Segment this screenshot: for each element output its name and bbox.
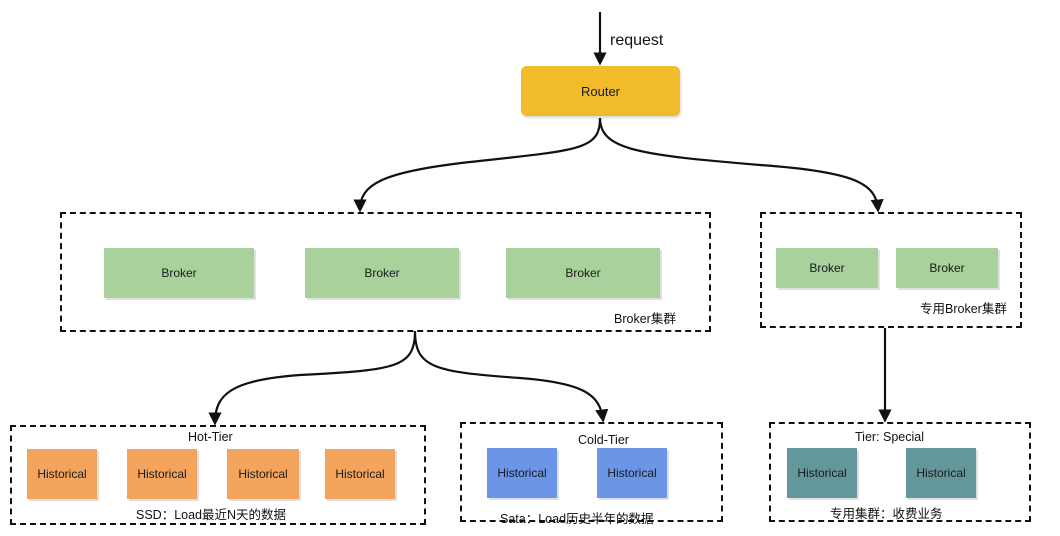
router-to-dedicated-broker-arrow: [598, 117, 884, 213]
dedicated-broker-node[interactable]: Broker: [896, 248, 998, 288]
broker-cluster-label: Broker集群: [614, 312, 676, 326]
broker-cluster-group: [60, 212, 711, 332]
request-label: request: [610, 32, 664, 49]
cold-historical-node[interactable]: Historical: [597, 448, 667, 498]
special-tier-group: [769, 422, 1031, 522]
special-tier-caption: 专用集群：收费业务: [830, 507, 943, 521]
special-historical-node[interactable]: Historical: [906, 448, 976, 498]
dedicated-broker-cluster-label: 专用Broker集群: [920, 302, 1007, 316]
broker-label: Broker: [929, 261, 965, 275]
router-to-broker-cluster-arrow: [353, 117, 602, 213]
special-historical-node[interactable]: Historical: [787, 448, 857, 498]
historical-label: Historical: [497, 466, 547, 480]
cold-historical-node[interactable]: Historical: [487, 448, 557, 498]
broker-node[interactable]: Broker: [506, 248, 660, 298]
broker-label: Broker: [809, 261, 845, 275]
broker-to-cold-tier-arrow: [413, 330, 609, 423]
historical-label: Historical: [607, 466, 657, 480]
broker-label: Broker: [364, 266, 400, 280]
special-tier-title: Tier: Special: [855, 430, 925, 444]
dedicated-broker-cluster-group: [760, 212, 1022, 328]
hot-tier-caption: SSD：Load最近N天的数据: [136, 508, 287, 522]
cold-tier-group: [460, 422, 723, 522]
cold-tier-title: Cold-Tier: [578, 433, 629, 447]
historical-label: Historical: [916, 466, 966, 480]
historical-label: Historical: [797, 466, 847, 480]
broker-node[interactable]: Broker: [305, 248, 459, 298]
historical-label: Historical: [37, 467, 87, 481]
hot-historical-node[interactable]: Historical: [325, 449, 395, 499]
broker-node[interactable]: Broker: [104, 248, 254, 298]
dedicated-broker-node[interactable]: Broker: [776, 248, 878, 288]
hot-historical-node[interactable]: Historical: [127, 449, 197, 499]
router-node[interactable]: Router: [521, 66, 680, 116]
historical-label: Historical: [137, 467, 187, 481]
broker-label: Broker: [565, 266, 601, 280]
router-label: Router: [580, 83, 621, 99]
hot-tier-title: Hot-Tier: [188, 430, 233, 444]
historical-label: Historical: [238, 467, 288, 481]
hot-historical-node[interactable]: Historical: [27, 449, 97, 499]
hot-tier-group: [10, 425, 426, 525]
historical-label: Historical: [335, 467, 385, 481]
broker-label: Broker: [161, 266, 197, 280]
cold-tier-caption: Sata：Load历史半年的数据: [500, 512, 654, 526]
hot-historical-node[interactable]: Historical: [227, 449, 299, 499]
broker-to-hot-tier-arrow: [208, 330, 417, 426]
